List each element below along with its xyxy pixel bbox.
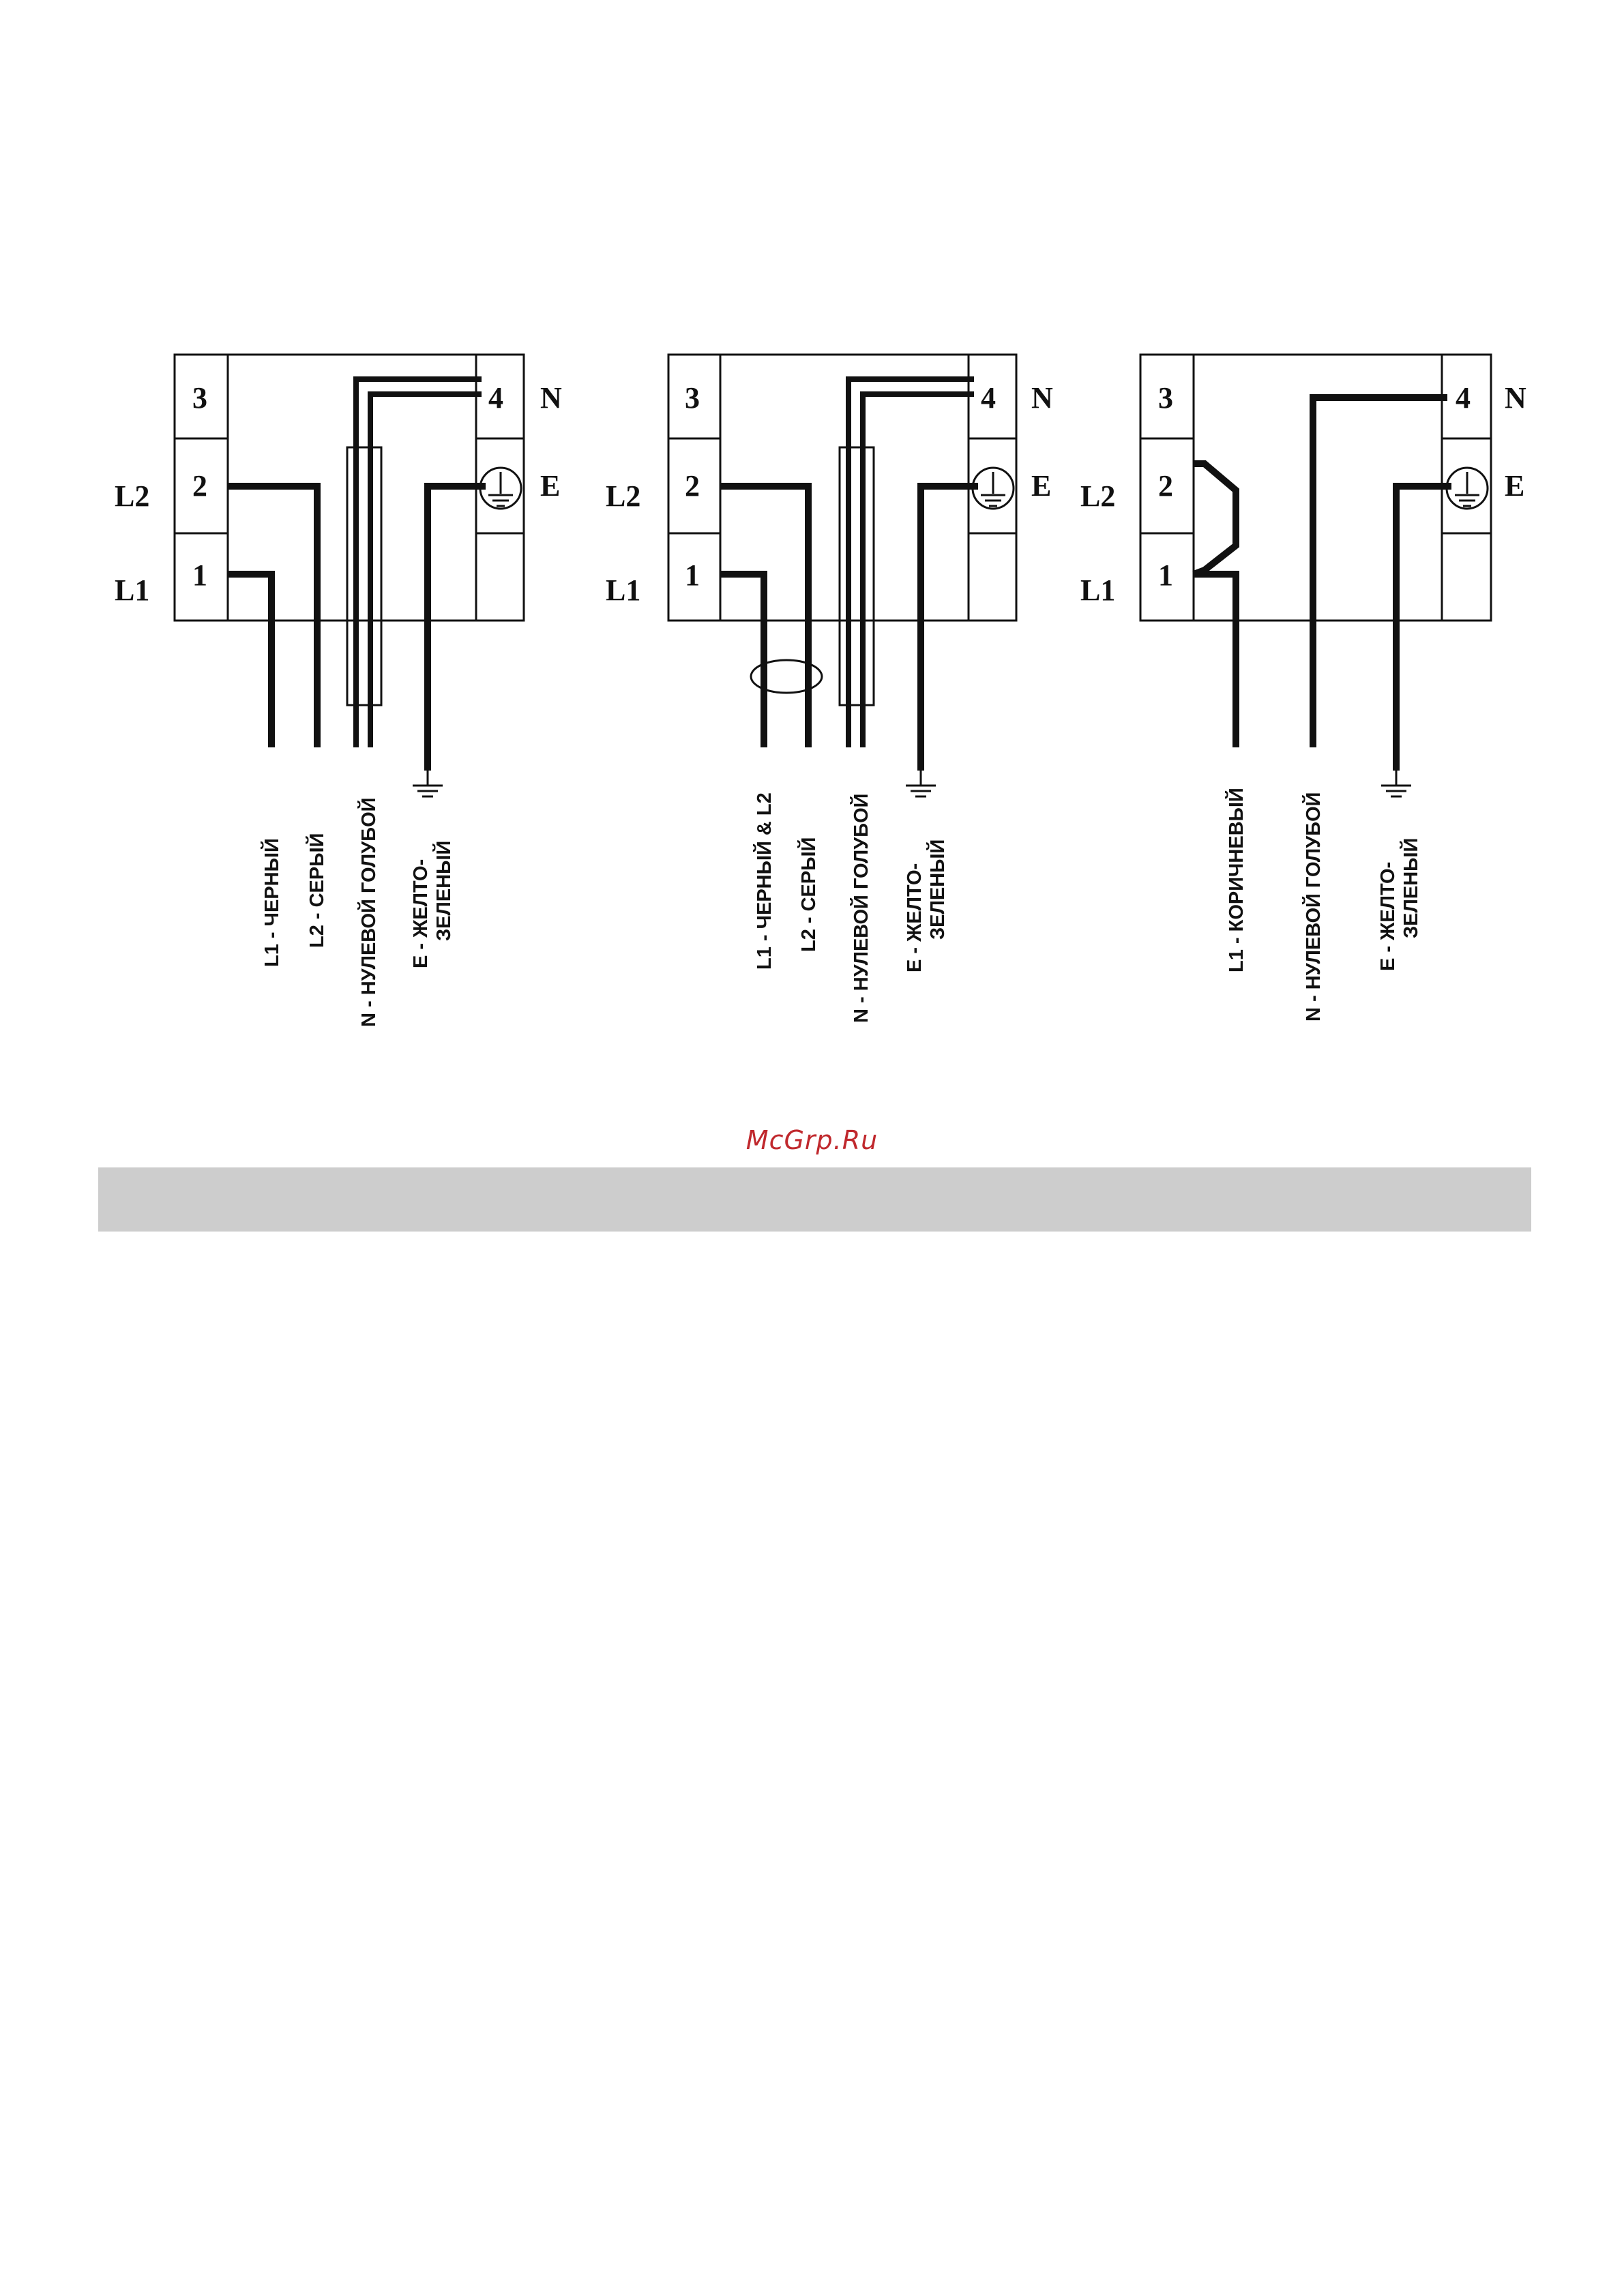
wire-l1 [1194, 574, 1236, 747]
wire-l1 [720, 574, 764, 747]
terminal-4: 4 [981, 381, 996, 415]
jumper-1-2 [1194, 464, 1236, 574]
label-e: E [1505, 469, 1524, 503]
label-l2: L2 [1080, 479, 1115, 513]
label-n: N [540, 381, 562, 415]
label-l1: L1 [1080, 573, 1115, 607]
label-l1: L1 [115, 573, 149, 607]
wiring-diagram-2 [668, 355, 1016, 796]
cable-sleeve [840, 447, 874, 705]
wire-e [1396, 486, 1451, 771]
ground-icon [413, 771, 443, 796]
wire-label-l2: L2 - СЕРЫЙ [797, 837, 820, 952]
label-n: N [1505, 381, 1526, 415]
terminal-1: 1 [192, 558, 207, 592]
wire-label-e-line2: ЗЕЛЕНЫЙ [432, 841, 455, 941]
label-e: E [1031, 469, 1051, 503]
ground-terminal-icon [973, 468, 1014, 509]
terminal-3: 3 [192, 381, 207, 415]
wire-label-e-line2: ЗЕЛЕНЫЙ [1399, 838, 1422, 938]
wire-label-n: N - НУЛЕВОЙ ГОЛУБОЙ [357, 798, 380, 1028]
terminal-4: 4 [488, 381, 503, 415]
watermark: McGrp.Ru [0, 1125, 1624, 1155]
terminal-1: 1 [1158, 558, 1173, 592]
wiring-diagram-3 [1140, 355, 1491, 796]
wire-l1 [228, 574, 271, 747]
terminal-3: 3 [1158, 381, 1173, 415]
terminal-1: 1 [685, 558, 700, 592]
label-l1: L1 [606, 573, 640, 607]
ground-terminal-icon [1447, 468, 1488, 509]
label-e: E [540, 469, 560, 503]
wire-label-l1-l2: L1 - ЧЕРНЫЙ & L2 [752, 792, 776, 970]
terminal-2: 2 [1158, 469, 1173, 503]
terminal-2: 2 [685, 469, 700, 503]
wire-n [1313, 398, 1447, 747]
wire-label-l1: L1 - КОРИЧНЕВЫЙ [1224, 788, 1247, 972]
wire-label-e-line2: ЗЕЛЕНЫЙ [926, 839, 949, 940]
terminal-4: 4 [1456, 381, 1471, 415]
ground-terminal-icon [480, 468, 521, 509]
label-l2: L2 [115, 479, 149, 513]
wire-label-e-line1: E - ЖЕЛТО- [410, 859, 432, 968]
ground-icon [1381, 771, 1411, 796]
wire-label-e-line1: E - ЖЕЛТО- [904, 863, 926, 972]
cable-sleeve [347, 447, 381, 705]
footer-bar [98, 1167, 1531, 1232]
wire-label-e-line1: E - ЖЕЛТО- [1377, 862, 1399, 971]
terminal-3: 3 [685, 381, 700, 415]
label-l2: L2 [606, 479, 640, 513]
wire-label-l2: L2 - СЕРЫЙ [305, 833, 328, 948]
ground-icon [906, 771, 936, 796]
wire-label-n: N - НУЛЕВОЙ ГОЛУБОЙ [849, 794, 872, 1024]
wire-label-n: N - НУЛЕВОЙ ГОЛУБОЙ [1301, 792, 1325, 1022]
terminal-2: 2 [192, 469, 207, 503]
wiring-diagram-1 [175, 355, 524, 796]
label-n: N [1031, 381, 1053, 415]
wire-label-l1: L1 - ЧЕРНЫЙ [260, 838, 283, 967]
